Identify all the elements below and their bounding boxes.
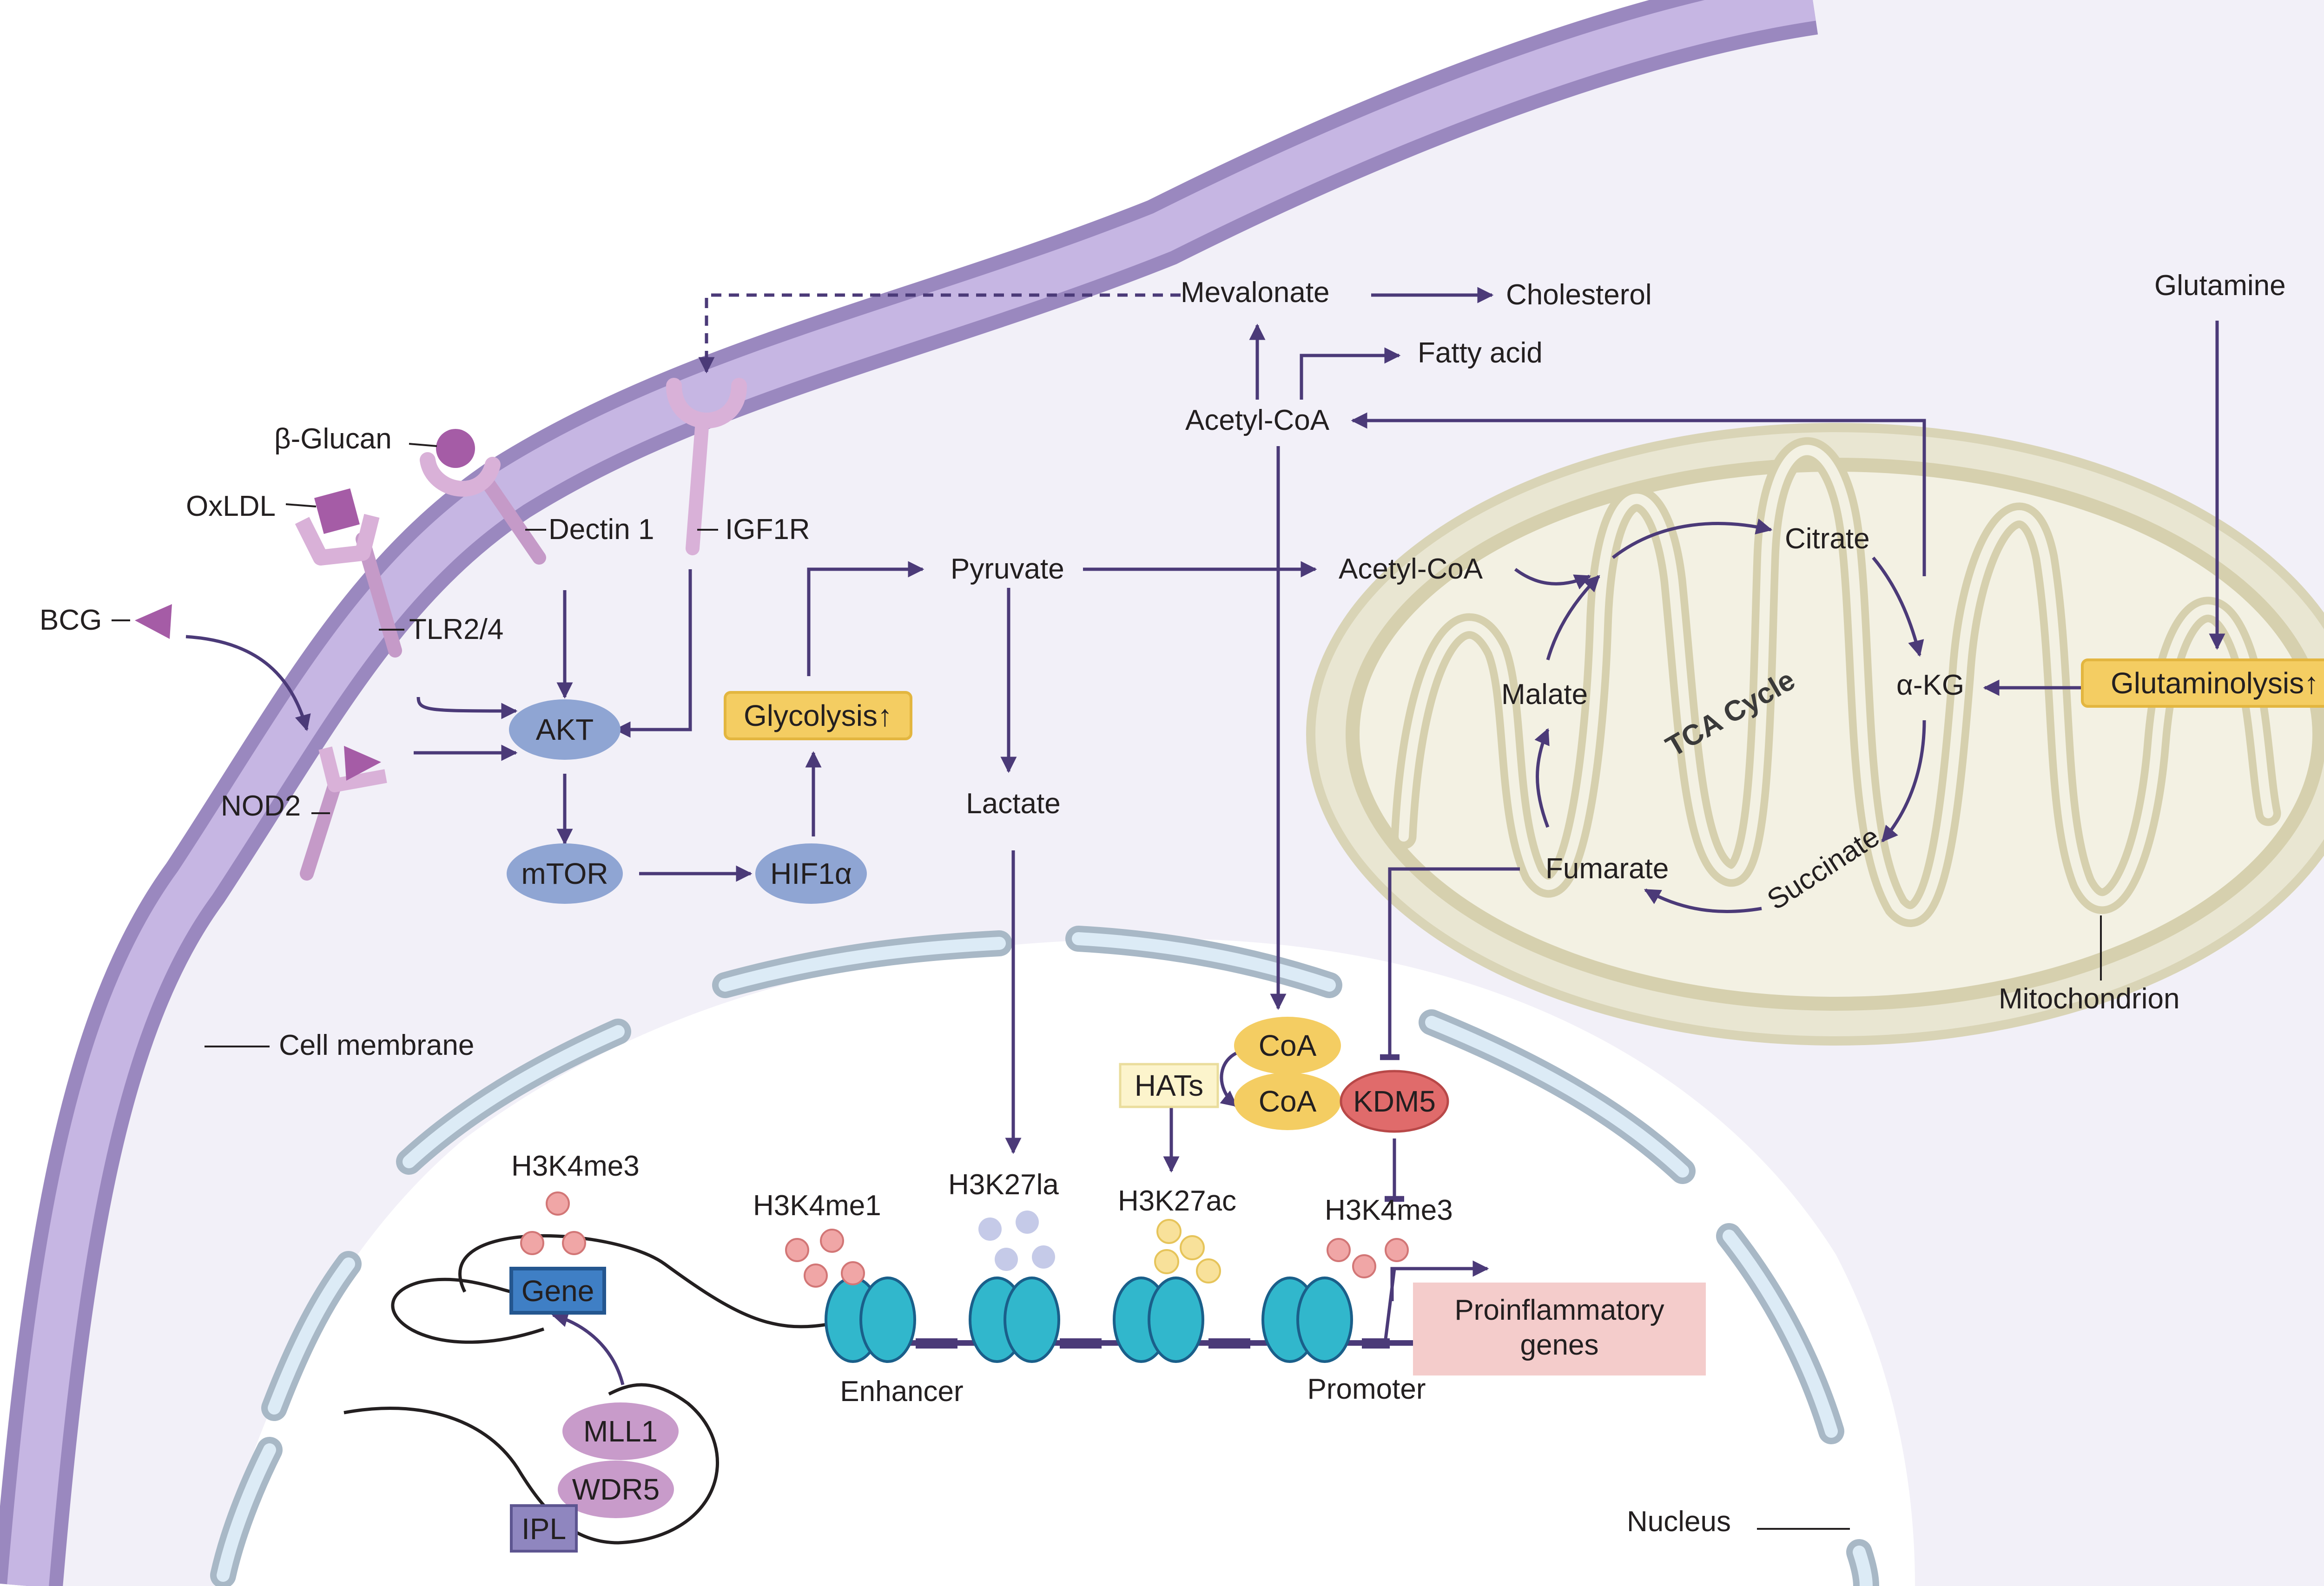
mitochondrion (1306, 423, 2324, 1046)
hif1a-node (755, 843, 867, 904)
h3k4me3-promoter-label: H3K4me3 (1325, 1194, 1453, 1226)
mitochondrion-label: Mitochondrion (1999, 983, 2179, 1015)
akt-label: AKT (536, 713, 594, 746)
oxldl-label: OxLDL (186, 490, 276, 522)
h3k4me1-label: H3K4me1 (753, 1190, 881, 1222)
coa-top-node (1234, 1017, 1341, 1074)
h3k4me1-dots (785, 1229, 865, 1288)
glycolysis-box (724, 691, 912, 740)
cell-membrane (0, 0, 1818, 1586)
cell-membrane-label: Cell membrane (279, 1029, 474, 1061)
h3k27ac-dots (1154, 1219, 1221, 1283)
glutaminolysis-box (2081, 658, 2324, 708)
hats-box (1119, 1063, 1219, 1108)
glutamine-label: Glutamine (2154, 270, 2286, 302)
coa-top-label: CoA (1259, 1029, 1317, 1062)
proinflammatory-label-line2: genes (1520, 1329, 1599, 1361)
h3k27la-label: H3K27la (948, 1169, 1059, 1201)
beta-glucan-label: β-Glucan (274, 423, 392, 455)
h3k27ac-label: H3K27ac (1118, 1185, 1236, 1217)
h3k4me3-promoter-dots (1327, 1238, 1409, 1278)
tlr24-label: TLR2/4 (409, 613, 503, 645)
kdm5-label: KDM5 (1353, 1085, 1436, 1118)
bcg-icon (135, 604, 172, 639)
cholesterol-label: Cholesterol (1506, 279, 1652, 311)
dectin1-label: Dectin 1 (548, 513, 654, 546)
nod2-receptor (300, 746, 387, 881)
proinflammatory-box (1413, 1283, 1706, 1375)
malate-label: Malate (1501, 678, 1588, 711)
h3k4me3-gene-label: H3K4me3 (511, 1150, 640, 1182)
nod2-label: NOD2 (221, 790, 301, 822)
igf1r-label: IGF1R (725, 513, 810, 546)
dectin1-receptor (420, 429, 546, 565)
enhancer-label: Enhancer (840, 1375, 963, 1408)
hif1a-label: HIF1α (770, 857, 852, 890)
ipl-box (510, 1504, 578, 1553)
acetyl-coa-mito-label: Acetyl-CoA (1339, 553, 1483, 585)
pyruvate-label: Pyruvate (951, 553, 1064, 585)
h3k4me3-gene-dots (520, 1191, 586, 1255)
promoter-label: Promoter (1307, 1373, 1426, 1405)
bcg-label: BCG (40, 604, 102, 636)
hats-label: HATs (1135, 1069, 1203, 1102)
glutaminolysis-label: Glutaminolysis↑ (2111, 666, 2319, 700)
coa-bottom-label: CoA (1259, 1085, 1317, 1118)
mtor-label: mTOR (521, 857, 608, 890)
lactate-label: Lactate (966, 788, 1060, 820)
akg-label: α-KG (1896, 669, 1964, 701)
igf1r-receptor (666, 378, 747, 555)
proinflammatory-label-line1: Proinflammatory (1454, 1294, 1664, 1326)
beta-glucan-icon (436, 429, 475, 468)
mtor-node (507, 843, 623, 904)
mll1-label: MLL1 (583, 1415, 658, 1448)
kdm5-node (1340, 1070, 1449, 1133)
citrate-label: Citrate (1785, 523, 1870, 555)
akt-node (509, 699, 621, 760)
glycolysis-label: Glycolysis↑ (744, 699, 892, 732)
coa-bottom-node (1234, 1073, 1341, 1130)
mevalonate-label: Mevalonate (1181, 276, 1330, 309)
nucleus-label: Nucleus (1627, 1506, 1731, 1538)
h3k27la-dots (978, 1211, 1055, 1271)
wdr5-node (558, 1461, 674, 1518)
acetyl-coa-cyto-label: Acetyl-CoA (1185, 404, 1330, 436)
oxldl-icon (314, 488, 360, 534)
mll1-node (562, 1402, 679, 1460)
gene-label: Gene (522, 1274, 594, 1308)
ipl-label: IPL (522, 1512, 566, 1546)
nucleosomes (825, 1277, 1353, 1363)
gene-box (509, 1267, 606, 1315)
tlr24-receptor (295, 488, 402, 658)
wdr5-label: WDR5 (572, 1473, 660, 1506)
bcg-bound-icon (344, 746, 381, 781)
fatty-acid-label: Fatty acid (1418, 337, 1543, 369)
fumarate-label: Fumarate (1545, 853, 1669, 885)
